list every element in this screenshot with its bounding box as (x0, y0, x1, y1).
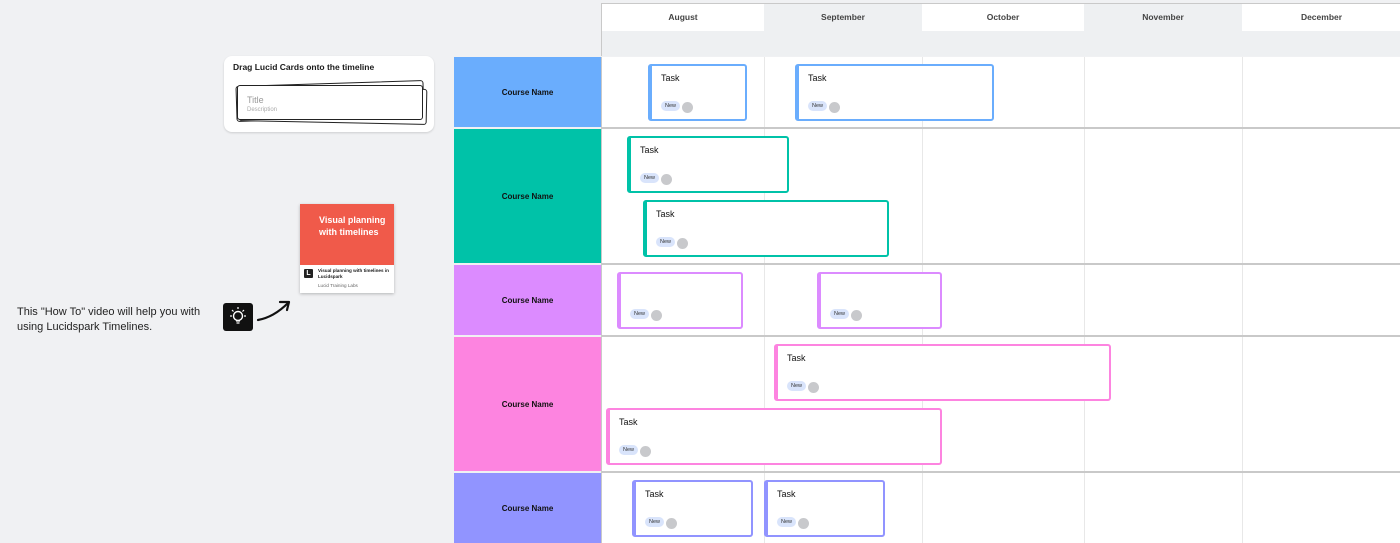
lightbulb-icon (223, 303, 253, 331)
video-headline: Visual planning with timelines (319, 215, 386, 237)
task-card[interactable]: Task New (627, 136, 789, 193)
grid-divider (1242, 57, 1243, 543)
task-title: Task (661, 73, 680, 83)
avatar[interactable] (677, 238, 688, 249)
card-description-placeholder: Description (247, 107, 278, 113)
status-badge: New (630, 309, 650, 319)
task-card[interactable]: Task New (648, 64, 747, 121)
row-divider (602, 263, 1400, 265)
video-cover: Visual planning with timelines (300, 204, 394, 265)
timeline: August September October November Decemb… (454, 3, 1400, 543)
task-title: Task (808, 73, 827, 83)
lucid-card-template[interactable]: Title Description (237, 85, 423, 120)
video-source: Lucid Training Labs (318, 283, 358, 288)
status-badge: New (645, 517, 665, 527)
task-card[interactable]: Task New (764, 480, 885, 537)
row-label-text: Course Name (501, 503, 554, 513)
task-title: Task (645, 489, 664, 499)
status-badge: New (787, 381, 807, 391)
row-label[interactable]: Course Name (454, 57, 601, 127)
task-card[interactable]: Task New (606, 408, 942, 465)
timeline-subheader (601, 31, 1400, 56)
month-october: October (986, 12, 1020, 22)
task-title: Task (777, 489, 796, 499)
grid-divider (764, 57, 765, 543)
task-card[interactable]: New (817, 272, 942, 329)
month-august: August (668, 12, 698, 22)
row-divider (602, 127, 1400, 129)
row-label[interactable]: Course Name (454, 265, 601, 335)
month-december: December (1300, 12, 1343, 22)
task-card[interactable]: Task New (774, 344, 1111, 401)
row-label-text: Course Name (501, 87, 554, 97)
drag-cards-panel: Drag Lucid Cards onto the timeline Title… (224, 56, 434, 132)
row-label-text: Course Name (501, 295, 554, 305)
status-badge: New (619, 445, 639, 455)
grid-divider (1084, 57, 1085, 543)
task-title: Task (619, 417, 638, 427)
row-label[interactable]: Course Name (454, 129, 601, 263)
row-label[interactable]: Course Name (454, 337, 601, 471)
task-card[interactable]: Task New (795, 64, 994, 121)
card-title-placeholder: Title (247, 95, 264, 105)
status-badge: New (808, 101, 828, 111)
avatar[interactable] (829, 102, 840, 113)
drag-panel-title: Drag Lucid Cards onto the timeline (233, 62, 375, 72)
status-badge: New (656, 237, 676, 247)
row-divider (602, 335, 1400, 337)
status-badge: New (640, 173, 660, 183)
avatar[interactable] (651, 310, 662, 321)
task-title: Task (640, 145, 659, 155)
avatar[interactable] (666, 518, 677, 529)
howto-note: This "How To" video will help you with u… (17, 306, 201, 333)
row-divider (602, 471, 1400, 473)
avatar[interactable] (682, 102, 693, 113)
status-badge: New (661, 101, 681, 111)
timeline-header: August September October November Decemb… (601, 3, 1400, 32)
status-badge: New (830, 309, 850, 319)
status-badge: New (777, 517, 797, 527)
avatar[interactable] (640, 446, 651, 457)
task-title: Task (656, 209, 675, 219)
task-card[interactable]: Task New (632, 480, 753, 537)
avatar[interactable] (661, 174, 672, 185)
row-label-text: Course Name (501, 191, 554, 201)
row-label-text: Course Name (501, 399, 554, 409)
task-title: Task (787, 353, 806, 363)
avatar[interactable] (798, 518, 809, 529)
month-november: November (1084, 4, 1242, 31)
month-september: September (764, 4, 922, 31)
arrow-right-icon (256, 300, 291, 322)
task-card[interactable]: Task New (643, 200, 889, 257)
how-to-video-thumbnail[interactable]: Visual planning with timelines L Visual … (300, 204, 394, 293)
task-card[interactable]: New (617, 272, 743, 329)
lucid-logo-icon: L (304, 269, 313, 278)
row-label[interactable]: Course Name (454, 473, 601, 543)
avatar[interactable] (808, 382, 819, 393)
video-caption: Visual planning with timelines in Lucids… (318, 268, 389, 279)
avatar[interactable] (851, 310, 862, 321)
